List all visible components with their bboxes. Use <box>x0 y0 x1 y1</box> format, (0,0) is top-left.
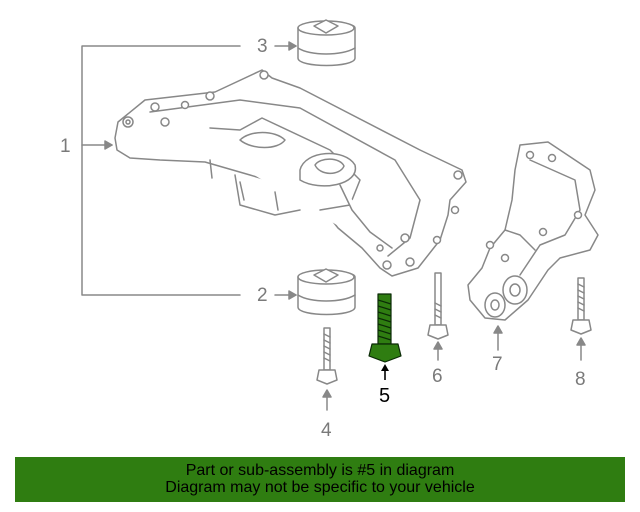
callout-8: 8 <box>575 369 586 390</box>
callout-4: 4 <box>321 420 332 441</box>
bolt-8 <box>570 277 592 335</box>
callout-5: 5 <box>379 385 391 407</box>
mount-upper <box>297 19 356 67</box>
callout-7: 7 <box>492 354 503 375</box>
callout-6: 6 <box>432 366 443 387</box>
bolt-5-highlighted <box>368 293 402 380</box>
banner-line-2: Diagram may not be specific to your vehi… <box>165 479 475 496</box>
banner-line-1: Part or sub-assembly is #5 in diagram <box>185 462 455 479</box>
callout-2: 2 <box>257 285 268 306</box>
bracket <box>467 141 599 321</box>
subframe <box>114 69 467 277</box>
callout-1: 1 <box>60 136 71 157</box>
highlight-banner: Part or sub-assembly is #5 in diagram Di… <box>15 457 625 502</box>
bolt-6 <box>427 272 449 340</box>
leader-bracket <box>81 41 297 300</box>
callout-3: 3 <box>257 36 268 57</box>
mount-lower <box>297 268 356 316</box>
bolt-4 <box>316 327 338 385</box>
